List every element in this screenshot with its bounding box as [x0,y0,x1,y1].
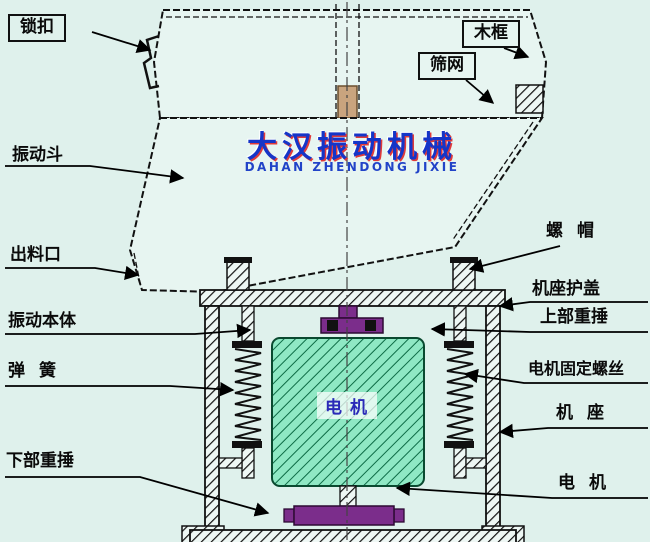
label-nut: 螺帽 [546,221,608,241]
label-motor: 电机 [558,473,620,493]
leader-lower-weight [5,476,270,517]
spring-left [218,305,262,479]
leader-motor-screw [463,368,648,384]
watermark-english: DAHAN ZHENDONG JIXIE [244,160,460,174]
spring-right [444,305,487,479]
sieve-mesh-patch [515,84,544,114]
label-vibrating-body: 振动本体 [8,311,76,331]
label-wood-frame: 木框 [462,20,520,48]
leader-sieve-mesh [465,79,495,104]
sieve-box [152,9,548,119]
hopper-inner-slope [451,121,534,242]
motor-core-label: 电机 [317,392,377,419]
leader-base-cover [498,297,648,312]
nut-left [224,257,252,291]
leader-base [498,423,648,439]
label-lower-weight: 下部重捶 [6,451,74,471]
upper-weight-shape [320,305,384,334]
label-sieve-mesh: 筛网 [418,52,476,80]
leader-lock [91,31,152,54]
label-lock: 锁扣 [8,14,66,42]
leader-nut [468,245,561,273]
leader-body [5,323,252,339]
lower-weight-shape [283,485,405,526]
leader-discharge [5,265,140,281]
label-vibrating-hopper: 振动斗 [12,145,63,165]
base-bottom-plate [189,529,517,542]
label-discharge-outlet: 出料口 [10,245,61,265]
leader-motor [395,481,648,499]
leader-upper-weight [430,322,648,337]
nut-right [450,257,478,291]
label-base-cover: 机座护盖 [532,279,600,299]
discharge-spout-line [133,252,142,289]
leader-spring [5,381,235,397]
label-upper-weight: 上部重捶 [540,307,608,327]
watermark-chinese: 大汉振动机械 [247,130,457,165]
label-spring: 弹簧 [8,361,70,381]
base-wall-left [204,305,220,535]
label-motor-fixing-screw: 电机固定螺丝 [528,359,625,378]
leader-lines [5,31,648,517]
label-base: 机座 [556,403,618,423]
leader-hopper [5,165,185,184]
base-wall-right [485,305,501,535]
leader-wood-frame [503,45,530,60]
base-cover-flange [199,289,506,307]
